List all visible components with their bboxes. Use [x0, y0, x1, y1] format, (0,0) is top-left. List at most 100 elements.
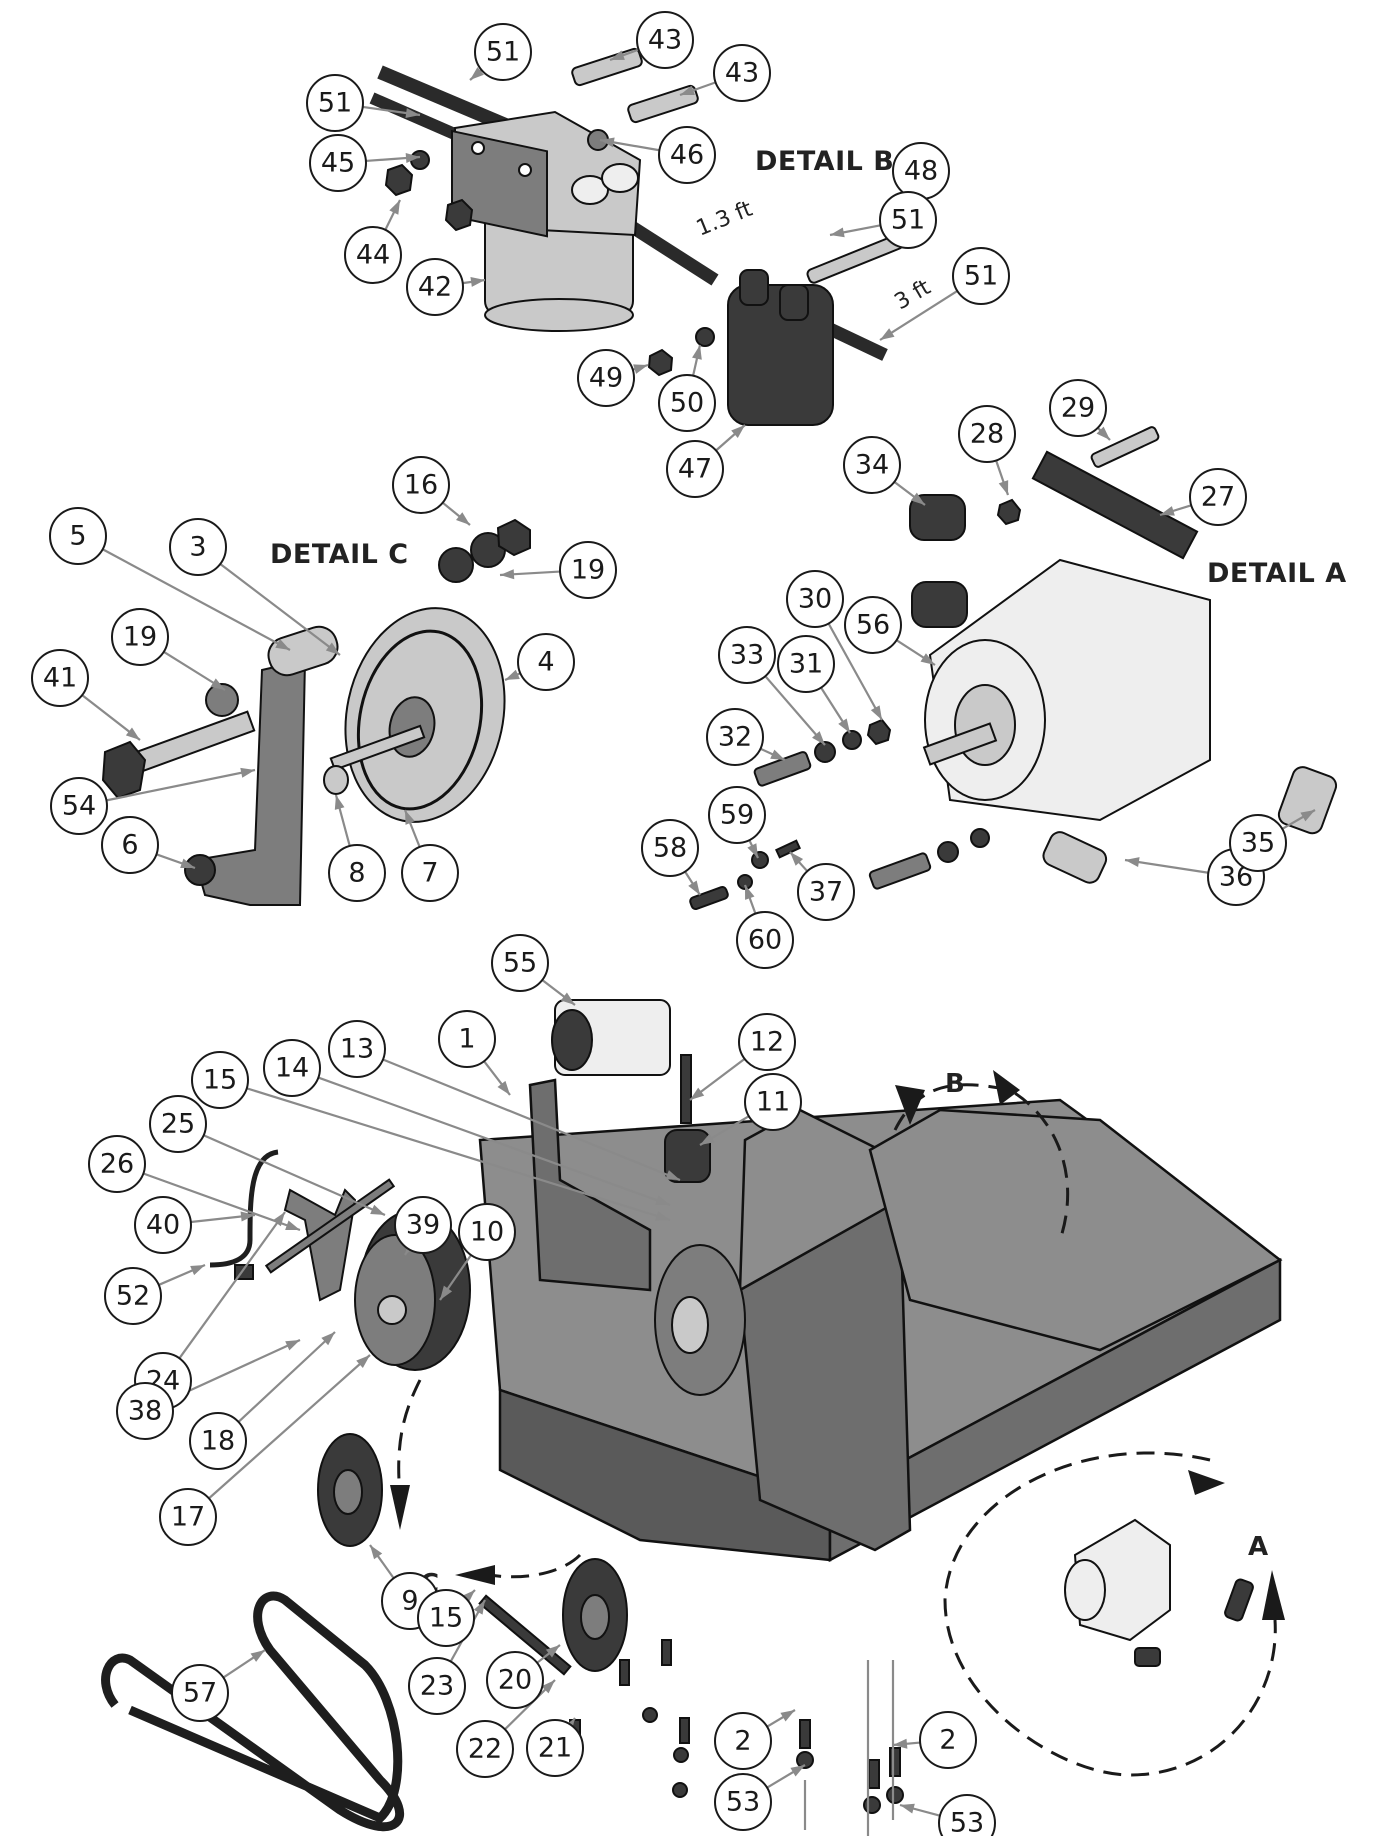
callout-number: 33	[730, 640, 764, 671]
leader-arrowhead	[545, 1645, 560, 1658]
callout-number: 51	[891, 205, 925, 236]
callout-circle	[744, 1073, 802, 1131]
callout-circle	[1049, 379, 1107, 437]
detail-b-title: DETAIL B	[755, 146, 894, 177]
callout-57: 57	[171, 1664, 229, 1722]
detail-c-artwork	[101, 518, 531, 906]
callout-42: 42	[406, 258, 464, 316]
callout-58: 58	[641, 819, 699, 877]
callout-number: 52	[116, 1281, 150, 1312]
callout-number: 18	[201, 1426, 235, 1457]
callout-number: 46	[670, 140, 704, 171]
callout-54: 54	[50, 777, 108, 835]
callout-16: 16	[392, 456, 450, 514]
callout-36: 36	[1207, 848, 1265, 906]
callout-circle	[309, 134, 367, 192]
callout-number: 23	[420, 1671, 454, 1702]
leader-arrowhead	[560, 992, 575, 1005]
leader-arrowhead	[272, 1212, 285, 1227]
fitting-36	[1042, 831, 1108, 884]
callout-number: 27	[1201, 482, 1235, 513]
inline-filter-47	[727, 284, 834, 426]
leader-arrowhead	[500, 569, 515, 580]
leader-arrowhead	[285, 1220, 300, 1230]
nut-44-b	[444, 198, 474, 232]
leader-arrowhead	[1160, 506, 1175, 516]
callout-51: 51	[879, 191, 937, 249]
shaft-7	[329, 724, 426, 771]
nut-28	[996, 498, 1022, 526]
callout-circle	[31, 649, 89, 707]
callout-circle	[736, 911, 794, 969]
callout-number: 47	[678, 454, 712, 485]
leader-arrowhead	[321, 1332, 335, 1346]
leader-line-51	[879, 290, 958, 341]
bolt-32	[753, 751, 812, 787]
drive-belt-57	[101, 1591, 404, 1832]
leader-arrowhead	[680, 85, 695, 96]
callout-2: 2	[714, 1712, 772, 1770]
callout-number: 34	[855, 450, 889, 481]
callout-number: 8	[348, 858, 365, 889]
callout-55: 55	[491, 934, 549, 992]
washer-19	[205, 683, 239, 717]
callout-circle	[159, 1488, 217, 1546]
callout-25: 25	[149, 1095, 207, 1153]
washer-33	[814, 741, 836, 763]
callout-circle	[714, 1712, 772, 1770]
detail-c-title: DETAIL C	[270, 539, 409, 570]
callout-21: 21	[526, 1719, 584, 1777]
callout-18: 18	[189, 1412, 247, 1470]
bolt-lower	[868, 852, 932, 890]
callout-20: 20	[486, 1651, 544, 1709]
callout-circle	[559, 541, 617, 599]
main-assembly-artwork	[101, 999, 1283, 1836]
callout-37: 37	[797, 863, 855, 921]
nut-30	[866, 718, 892, 746]
callout-43: 43	[713, 44, 771, 102]
callout-circle	[958, 405, 1016, 463]
plate-hole	[518, 163, 532, 177]
port-fitting	[571, 175, 609, 205]
callout-28: 28	[958, 405, 1016, 463]
callout-circle	[1189, 468, 1247, 526]
pulley-4-groove	[356, 629, 484, 811]
callout-circle	[116, 1382, 174, 1440]
callout-19: 19	[111, 608, 169, 666]
leader-line-15	[246, 1087, 671, 1222]
inline-filter-port	[779, 284, 809, 321]
bolt-41-head	[101, 740, 147, 800]
key-37	[775, 839, 801, 859]
leader-arrowhead	[893, 1738, 908, 1749]
callout-44: 44	[344, 226, 402, 284]
rod-26	[264, 1178, 396, 1274]
isolator-mount-11	[664, 1129, 711, 1183]
callout-number: 59	[720, 800, 754, 831]
leader-arrowhead	[665, 1170, 680, 1180]
leader-line-14	[317, 1076, 671, 1207]
detail-a-arrow-right	[1188, 1470, 1225, 1495]
callout-circle	[938, 1794, 996, 1836]
callout-35: 35	[1229, 814, 1287, 872]
callout-number: 10	[470, 1217, 504, 1248]
leader-arrowhead	[541, 1680, 555, 1694]
fitting-35	[1277, 766, 1338, 835]
callout-number: 40	[146, 1210, 180, 1241]
bracket-27	[1031, 450, 1199, 560]
callout-circle	[658, 126, 716, 184]
leader-arrowhead	[633, 364, 648, 374]
callout-22: 22	[456, 1720, 514, 1778]
leader-arrowhead	[688, 880, 700, 895]
leader-line-3	[219, 563, 341, 656]
callout-circle	[111, 608, 169, 666]
callout-circle	[169, 518, 227, 576]
callout-6: 6	[101, 816, 159, 874]
leader-arrowhead	[250, 1650, 265, 1662]
callout-circle	[104, 1267, 162, 1325]
washer-45	[410, 150, 430, 170]
callout-number: 50	[670, 388, 704, 419]
frame-upright-plate-1	[528, 1078, 652, 1292]
callout-11: 11	[744, 1073, 802, 1131]
callout-number: 37	[809, 877, 843, 908]
detail-a-artwork	[689, 426, 1338, 911]
